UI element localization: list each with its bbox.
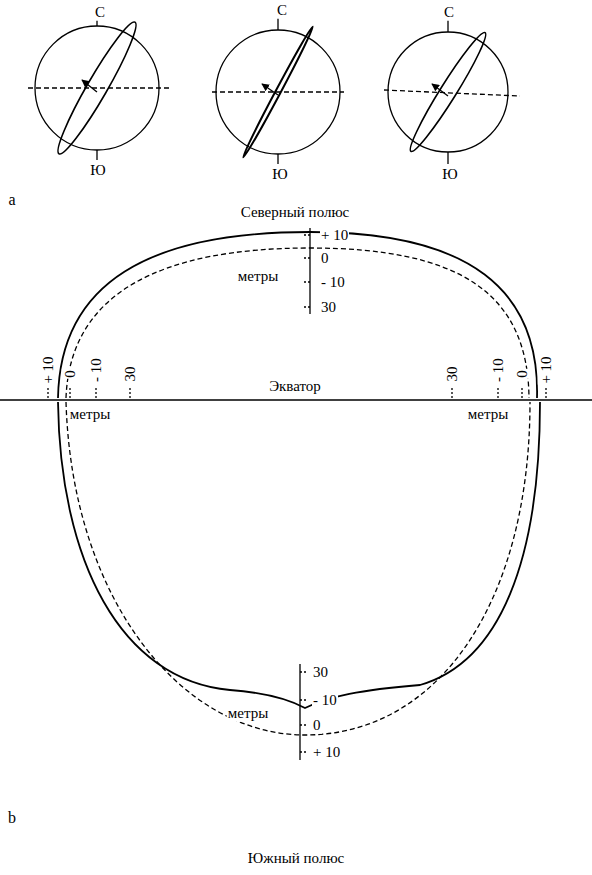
scale-value: 0	[514, 369, 531, 379]
panel-letter: а	[7, 191, 16, 209]
orbit-ellipse	[50, 17, 143, 159]
scale-tick	[300, 671, 306, 672]
axis-arrow	[82, 80, 97, 92]
scale-tick	[304, 281, 310, 282]
scale-axis	[299, 664, 300, 760]
pole-letter: С	[276, 2, 288, 19]
unit-label: метры	[69, 406, 111, 423]
equator-label: Экватор	[268, 378, 322, 395]
ellipsoid-outline	[66, 248, 529, 398]
scale-tick	[300, 724, 306, 725]
scale-tick	[300, 751, 306, 752]
ellipsoid-outline	[66, 402, 530, 735]
orbit-ellipse	[241, 25, 315, 158]
unit-label: метры	[227, 705, 269, 722]
scale-tick	[304, 306, 310, 307]
scale-value: + 10	[320, 227, 349, 244]
scale-value: - 10	[312, 692, 338, 709]
scale-axis	[309, 228, 310, 314]
scale-value: 0	[62, 369, 79, 379]
scale-tick	[304, 257, 310, 258]
pole-letter: С	[443, 4, 455, 21]
panel-letter: b	[7, 809, 17, 827]
unit-label: метры	[237, 268, 279, 285]
scale-value: - 10	[320, 274, 346, 291]
scale-value: - 10	[88, 357, 105, 383]
scale-value: + 10	[538, 355, 555, 384]
pole-tick	[447, 152, 448, 164]
axis-arrow	[432, 84, 448, 96]
scale-value: 0	[312, 717, 322, 734]
unit-label: метры	[467, 406, 509, 423]
scale-value: 30	[122, 366, 139, 383]
scale-tick	[95, 388, 96, 400]
scale-tick	[69, 388, 70, 400]
geoid-outline	[58, 232, 537, 398]
scale-tick	[545, 388, 546, 400]
scale-tick	[47, 388, 48, 400]
scale-tick	[497, 388, 498, 400]
scale-value: 0	[320, 250, 330, 267]
scale-tick	[521, 388, 522, 400]
pole-letter: Ю	[441, 166, 458, 183]
equator-dash	[28, 87, 170, 88]
globe-circle	[388, 32, 508, 152]
scale-value: 30	[312, 664, 329, 681]
scale-value: + 10	[40, 355, 57, 384]
axis-arrow	[262, 84, 278, 95]
pole-letter: Ю	[89, 162, 106, 179]
scale-tick	[451, 388, 452, 400]
geoid-outline	[58, 402, 540, 708]
equator-dash	[384, 90, 520, 96]
scale-value: 30	[320, 299, 337, 316]
pole-name: Северный полюс	[240, 204, 351, 221]
pole-letter: С	[94, 4, 106, 21]
pole-name: Южный полюс	[247, 850, 346, 867]
scale-tick	[304, 234, 310, 235]
scale-value: - 10	[490, 357, 507, 383]
pole-letter: Ю	[271, 166, 288, 183]
scale-value: + 10	[312, 744, 341, 761]
scale-value: 30	[444, 366, 461, 383]
equator-line	[0, 399, 592, 401]
pole-tick	[96, 150, 97, 160]
pole-tick	[277, 154, 278, 164]
scale-tick	[300, 699, 306, 700]
orbit-ellipse	[404, 28, 492, 155]
equator-dash	[212, 91, 344, 92]
scale-tick	[129, 388, 130, 400]
